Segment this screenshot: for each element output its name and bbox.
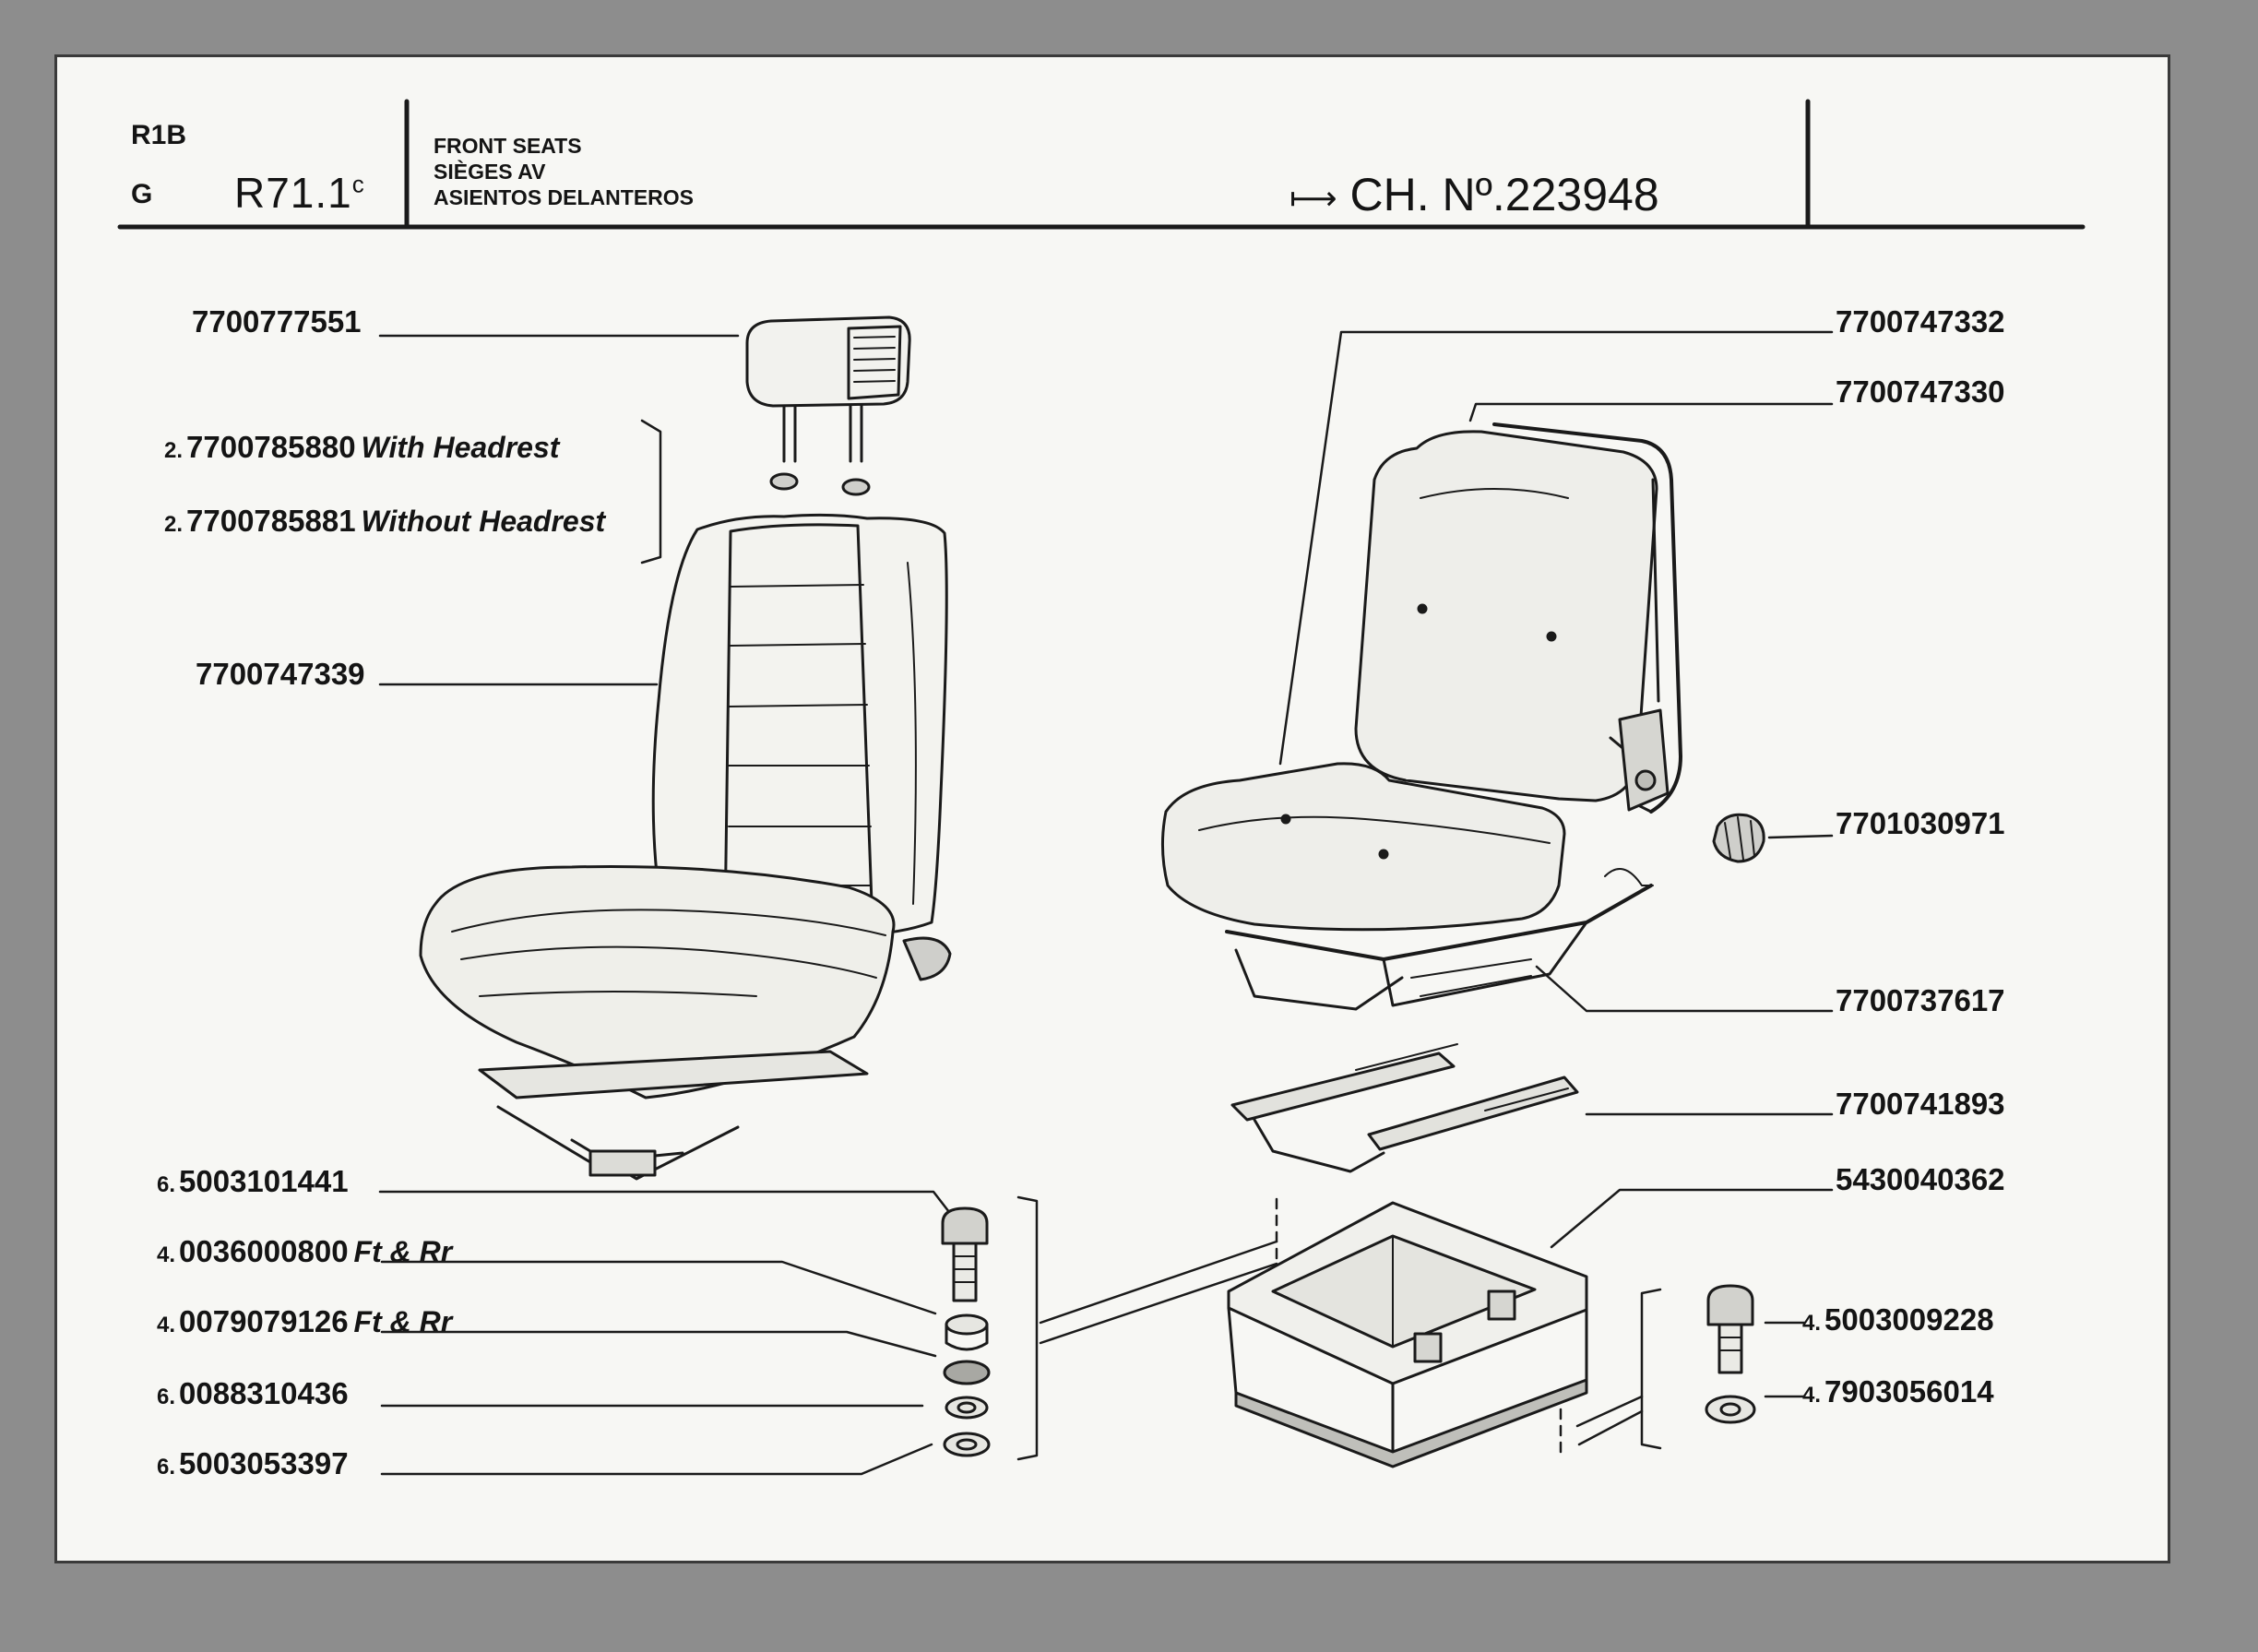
page-code: R71.1c	[234, 168, 365, 218]
part-label-seat-assembly: 7700747339	[196, 657, 365, 691]
seat-base-box	[1227, 1201, 1588, 1468]
part-label-seat-frame: 7700737617	[1836, 983, 2005, 1017]
page-code-number: R71.1	[234, 169, 352, 217]
part-label-runners: 7700741893	[1836, 1087, 2005, 1121]
title-spanish: ASIENTOS DELANTEROS	[434, 185, 694, 209]
right-seat-frame	[1160, 422, 1765, 1011]
seat-runners	[1230, 1043, 1579, 1173]
part-label-flat-washer: 6.5003053397	[157, 1446, 349, 1480]
fastener-stack-right	[1705, 1284, 1756, 1424]
part-label-base-washer: 4.7903056014	[1802, 1374, 1994, 1408]
title-english: FRONT SEATS	[434, 134, 582, 158]
recline-knob	[1712, 813, 1765, 863]
lock-washer-icon	[945, 1396, 989, 1420]
header-rules	[117, 99, 2086, 230]
part-label-bolt: 6.5003101441	[157, 1164, 349, 1198]
model-code: R1B	[131, 120, 187, 150]
base-bolt-icon	[1706, 1284, 1754, 1374]
flat-washer-icon	[943, 1432, 991, 1457]
rubber-washer-icon	[943, 1360, 991, 1385]
base-washer-icon	[1705, 1395, 1756, 1424]
part-label-base-bolt: 4.5003009228	[1802, 1302, 1994, 1337]
page-code-suffix: c	[351, 170, 365, 198]
arrow-from-icon: ⟼	[1289, 178, 1337, 217]
spacer-icon	[945, 1313, 989, 1351]
headrest	[745, 315, 911, 496]
part-label-back-frame: 7700747330	[1836, 374, 2005, 409]
part-label-seat-base: 5430040362	[1836, 1162, 2005, 1196]
chassis-label: CH. Nº.223948	[1349, 169, 1659, 220]
parts-sheet: R1B G R71.1c FRONT SEATS SIÈGES AV ASIEN…	[57, 57, 2168, 1561]
chassis-number: ⟼ CH. Nº.223948	[1289, 168, 1659, 221]
left-seat	[419, 315, 952, 1181]
fastener-stack-left	[941, 1206, 991, 1457]
part-label-lock-washer: 6.0088310436	[157, 1376, 349, 1410]
bolt-icon	[941, 1206, 989, 1302]
part-label-recline-knob: 7701030971	[1836, 806, 2005, 840]
title-french: SIÈGES AV	[434, 160, 546, 184]
part-label-cushion-frame: 7700747332	[1836, 304, 2005, 339]
part-label-headrest: 7700777551	[192, 304, 362, 339]
group-code: G	[131, 179, 153, 209]
